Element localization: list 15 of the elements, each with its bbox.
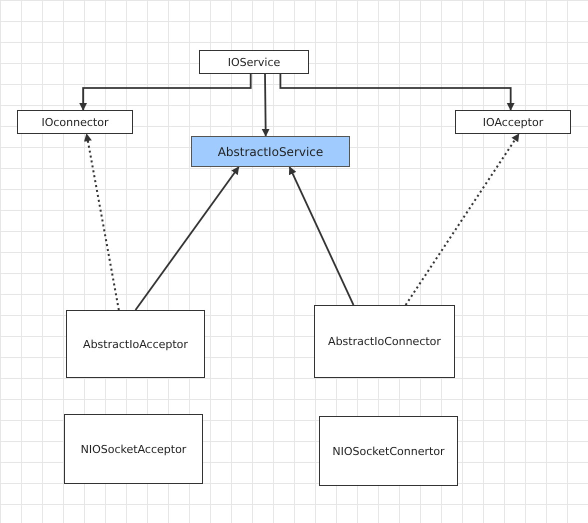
arrow: [79, 74, 252, 111]
class-box: IOconnector: [17, 110, 133, 134]
dotted-arrow: [404, 133, 520, 306]
dotted-arrow: [84, 133, 120, 310]
class-box: AbstractIoAcceptor: [66, 310, 205, 378]
class-box: IOService: [199, 50, 309, 74]
arrow: [280, 74, 515, 111]
class-box: NIOSocketAcceptor: [64, 414, 203, 484]
arrow: [262, 74, 270, 137]
arrow: [288, 166, 354, 306]
arrow: [134, 166, 240, 311]
highlighted-class-box: AbstractIoService: [191, 136, 350, 167]
class-box: IOAcceptor: [455, 110, 571, 134]
class-box: AbstractIoConnector: [314, 305, 455, 378]
class-box: NIOSocketConnertor: [319, 416, 458, 486]
